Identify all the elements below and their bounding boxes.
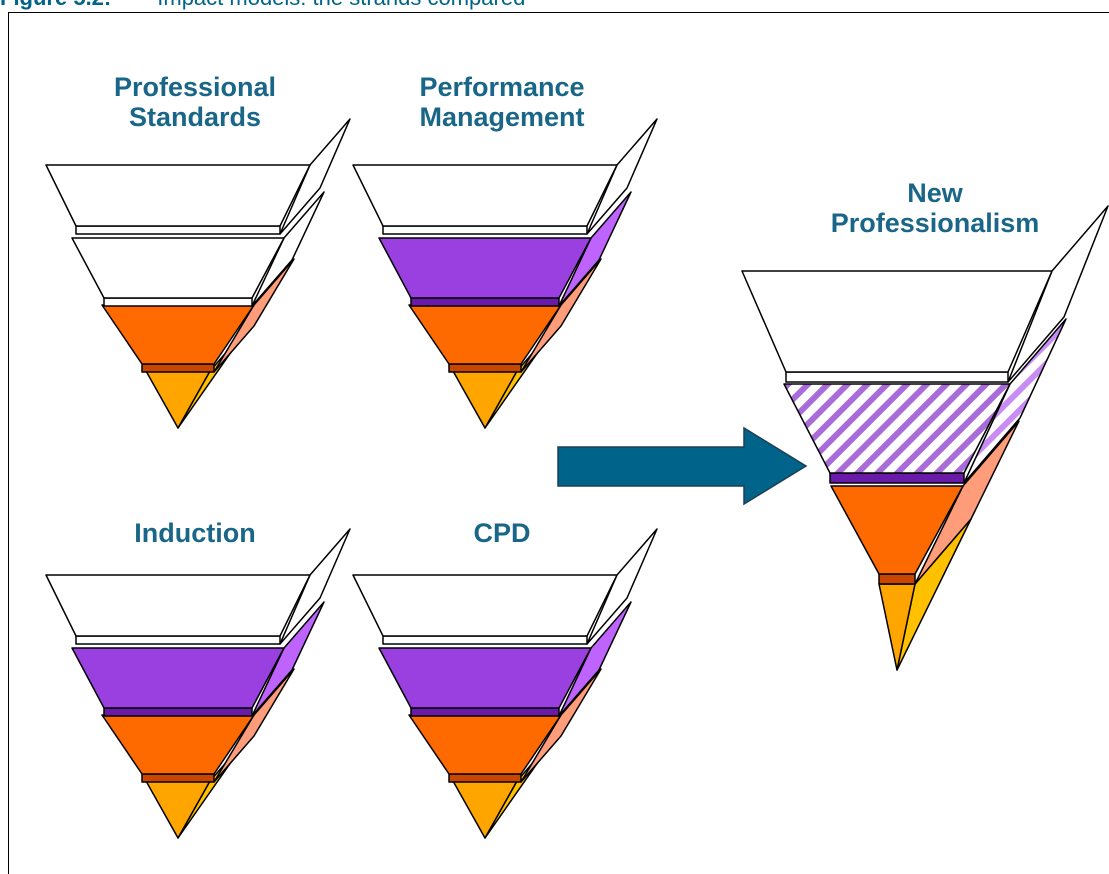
figure-number: Figure 5.2: (0, 0, 111, 10)
pyramid-3-layer-3-side (213, 668, 295, 783)
pyramid-new-professionalism-layer-1-side (1007, 205, 1109, 383)
pyramid-1 (45, 118, 351, 429)
pyramid-4-layer-1-front (352, 574, 618, 637)
arrow-right-icon (557, 426, 808, 506)
pyramid-new-professionalism-layer-3-front (830, 485, 964, 575)
pyramid-4-layer-2-edge (410, 707, 560, 717)
pyramid-2-layer-3-side (520, 258, 602, 373)
label-induction: Induction (134, 518, 256, 548)
pyramid-2-layer-2-side (558, 191, 632, 307)
pyramid-3 (45, 528, 351, 839)
pyramid-4 (352, 528, 658, 839)
figure-caption: Figure 5.2: Impact models: the strands co… (0, 0, 525, 10)
label-new-professionalism: New Professionalism (830, 178, 1040, 238)
pyramid-1-layer-1-edge (75, 225, 281, 235)
pyramid-1-layer-2-edge (103, 297, 253, 307)
pyramid-4-layer-4-front (452, 780, 518, 839)
pyramid-new-professionalism-layer-3-edge (878, 573, 916, 585)
pyramid-new-professionalism-layer-2-edge (829, 472, 965, 484)
pyramid-new-professionalism-layer-1-front (741, 270, 1053, 373)
pyramid-2-layer-3-edge (448, 363, 522, 373)
pyramid-new-professionalism (741, 205, 1109, 671)
pyramid-2-layer-4-front (452, 370, 518, 429)
pyramid-3-layer-2-front (71, 647, 285, 709)
pyramid-3-layer-3-front (101, 714, 255, 775)
pyramid-2-layer-1-side (586, 118, 658, 235)
figure-frame (8, 12, 1109, 874)
pyramid-4-layer-2-front (378, 647, 592, 709)
pyramid-4-layer-3-side (520, 668, 602, 783)
pyramid-new-professionalism-layer-3-side (914, 420, 1020, 585)
pyramid-3-layer-1-front (45, 574, 311, 637)
pyramid-3-layer-3-edge (141, 773, 215, 783)
figure-title: Impact models: the strands compared (157, 0, 525, 10)
pyramid-1-layer-4-front (145, 370, 211, 429)
pyramid-4-layer-1-side (586, 528, 658, 645)
pyramid-3-layer-2-side (251, 601, 325, 717)
pyramid-3-layer-1-edge (75, 635, 281, 645)
pyramid-1-layer-3-side (213, 258, 295, 373)
label-professional-standards: Professional Standards (113, 72, 277, 132)
pyramid-3-layer-1-side (279, 528, 351, 645)
label-performance-management: Performance Management (419, 72, 585, 132)
pyramid-3-layer-2-edge (103, 707, 253, 717)
pyramid-2-layer-1-edge (382, 225, 588, 235)
pyramid-4-layer-1-edge (382, 635, 588, 645)
pyramid-1-layer-2-front (71, 237, 285, 299)
pyramid-3-layer-4-front (145, 780, 211, 839)
pyramid-1-layer-3-edge (141, 363, 215, 373)
pyramid-4-layer-3-edge (448, 773, 522, 783)
pyramid-1-layer-1-front (45, 164, 311, 227)
label-cpd: CPD (473, 518, 531, 548)
pyramid-2-layer-1-front (352, 164, 618, 227)
pyramid-4-layer-3-front (408, 714, 562, 775)
pyramid-2-layer-2-edge (410, 297, 560, 307)
pyramid-new-professionalism-layer-1-edge (785, 371, 1009, 383)
pyramid-1-layer-1-side (279, 118, 351, 235)
pyramid-1-layer-3-front (101, 304, 255, 365)
pyramid-2-layer-3-front (408, 304, 562, 365)
pyramid-2-layer-2-front (378, 237, 592, 299)
pyramid-2 (352, 118, 658, 429)
pyramid-new-professionalism-layer-2-front (783, 383, 1011, 474)
pyramid-4-layer-2-side (558, 601, 632, 717)
pyramid-1-layer-2-side (251, 191, 325, 307)
pyramid-new-professionalism-layer-2-side (963, 318, 1067, 484)
